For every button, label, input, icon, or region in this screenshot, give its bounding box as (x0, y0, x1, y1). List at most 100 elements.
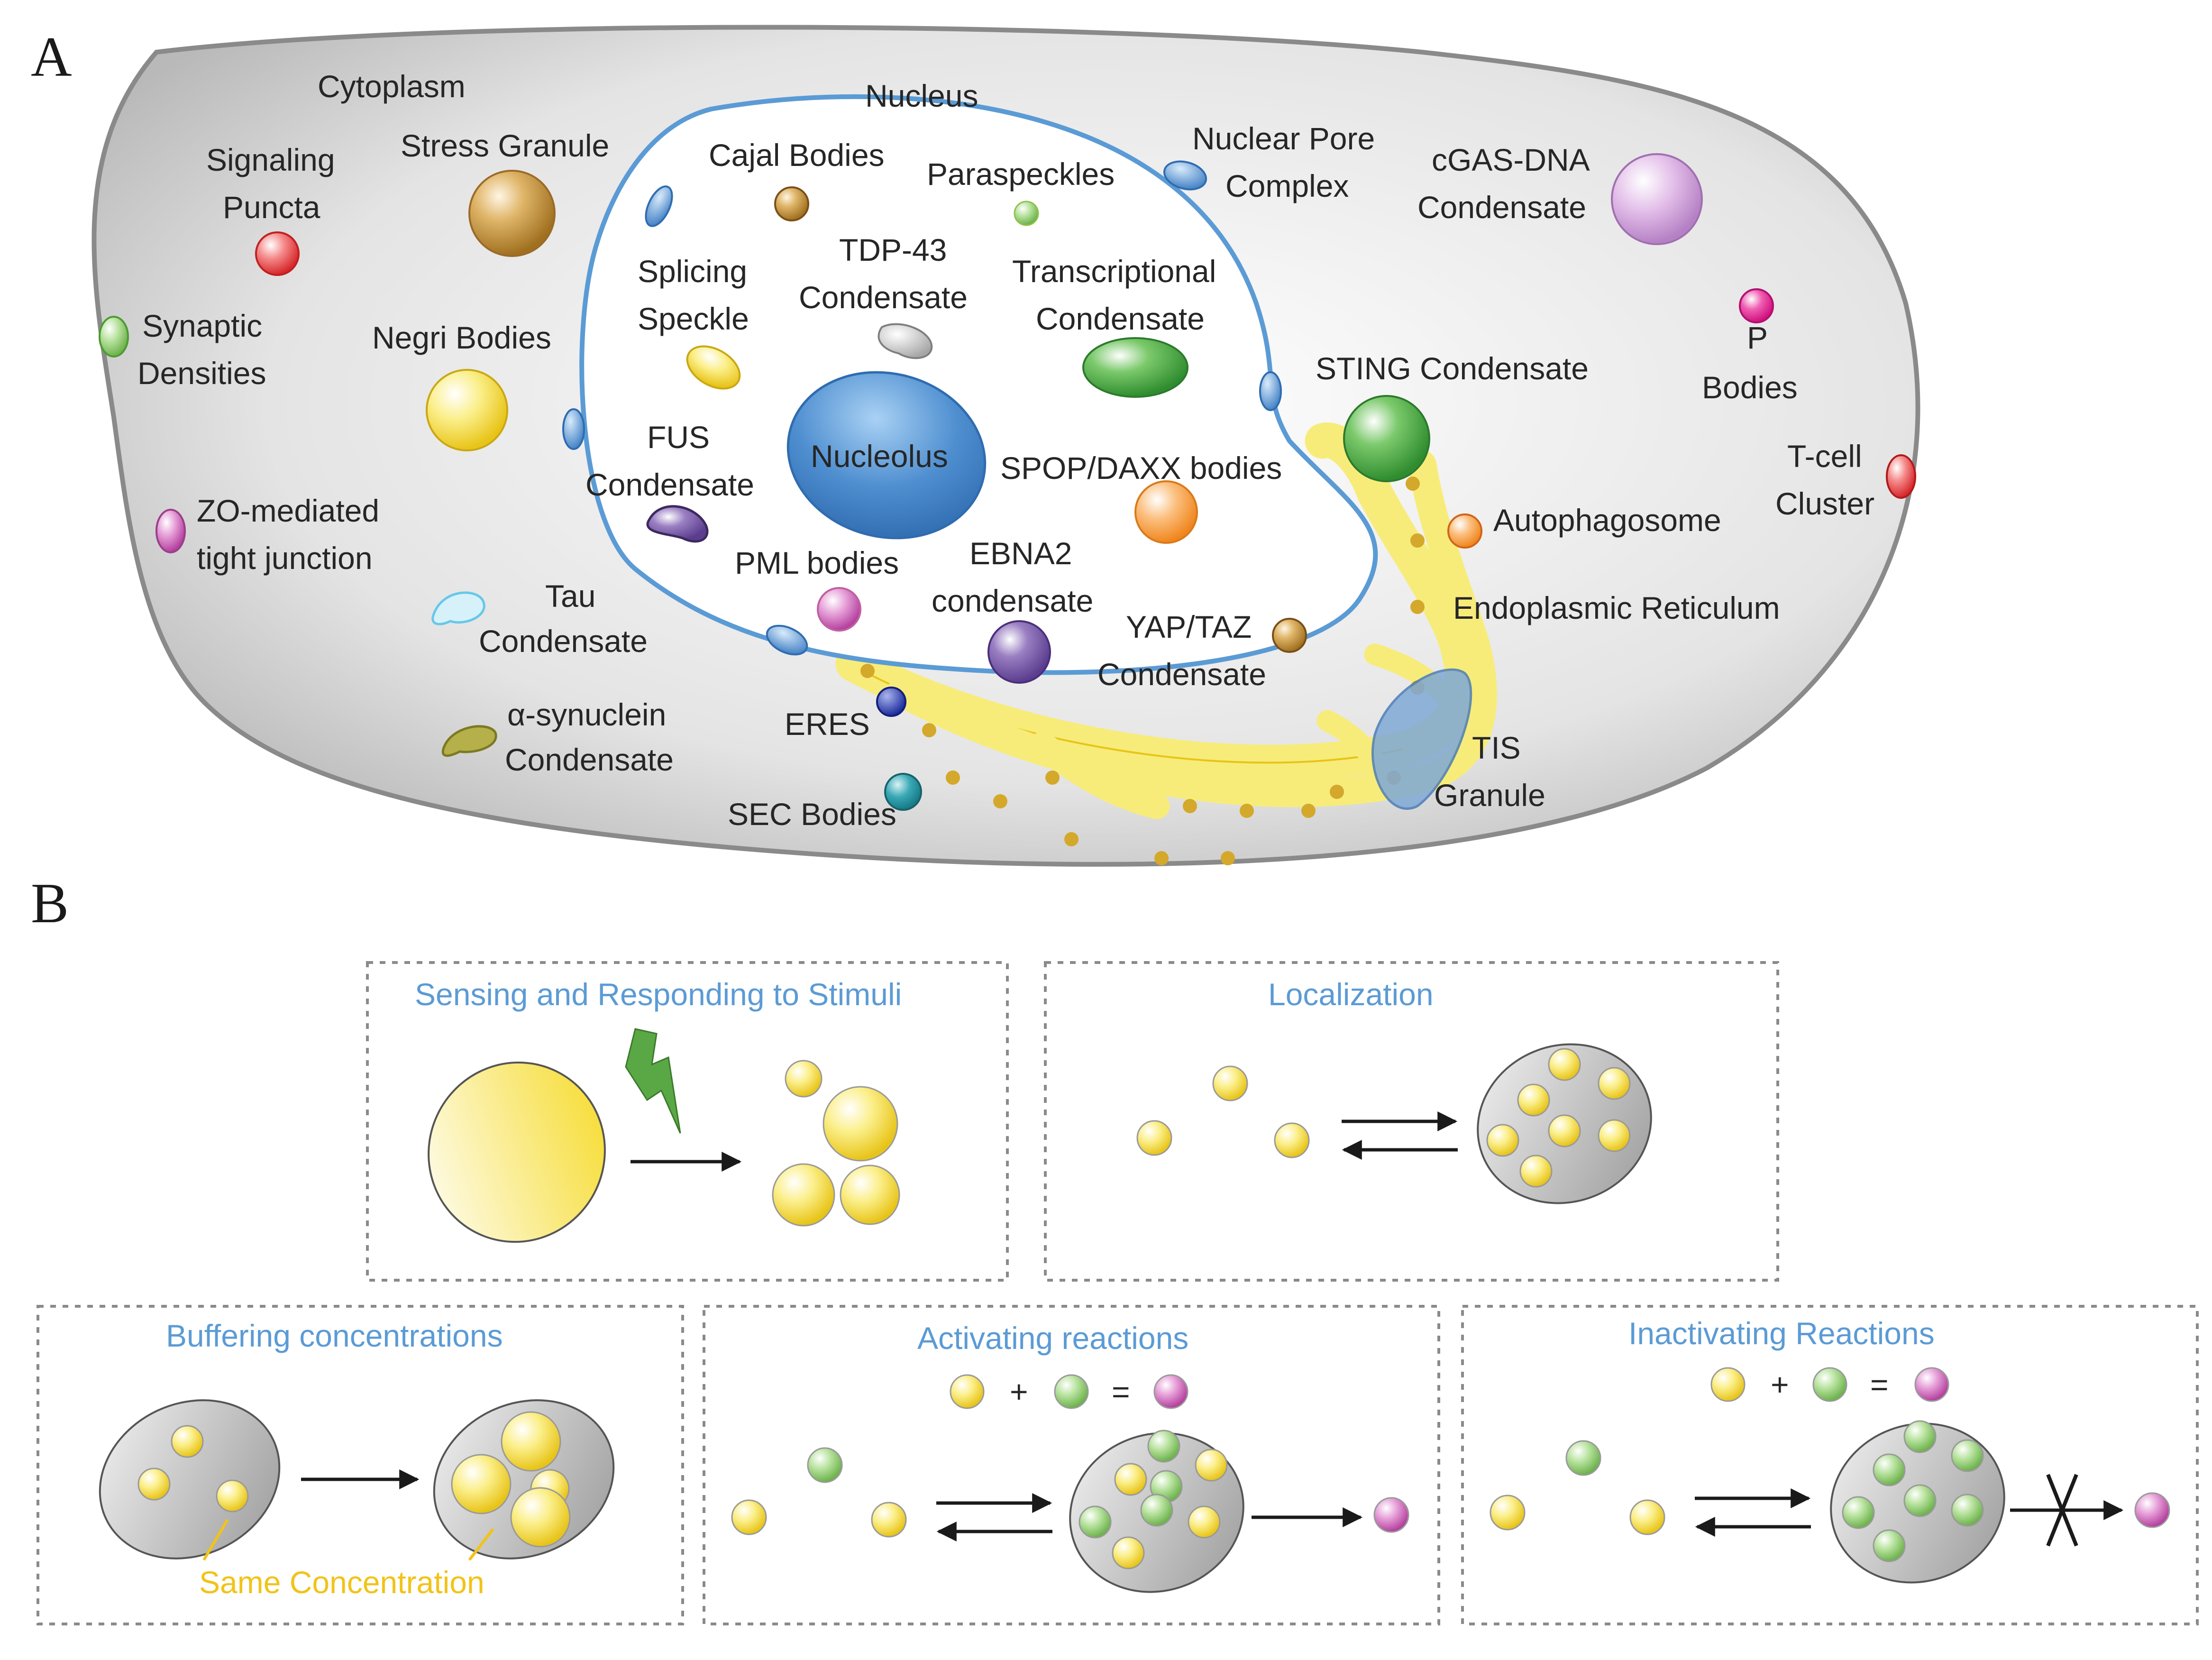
title-inactivating: Inactivating Reactions (1628, 1316, 1935, 1351)
label-sec-bodies: SEC Bodies (728, 797, 896, 832)
label-tcell-1: T-cell (1787, 439, 1862, 474)
label-nuclear-pore-1: Nuclear Pore (1192, 121, 1375, 156)
label-negri-bodies: Negri Bodies (372, 320, 551, 355)
label-autophagosome: Autophagosome (1493, 503, 1721, 538)
box-sensing: Sensing and Responding to Stimuli (366, 961, 1009, 1282)
splicing-speckle (686, 345, 741, 390)
equals-sign: = (1870, 1367, 1889, 1402)
label-p-bodies-1: P (1747, 320, 1768, 355)
pointer-line (468, 1528, 494, 1561)
label-p-bodies-2: Bodies (1702, 370, 1798, 405)
label-zo-2: tight junction (197, 541, 373, 576)
box-buffering: Buffering concentrations Same Concentrat… (37, 1305, 684, 1625)
panel-label-b: B (31, 871, 69, 935)
label-nuclear-pore-2: Complex (1225, 168, 1349, 203)
note-same-concentration: Same Concentration (199, 1565, 484, 1600)
label-signaling-1: Signaling (206, 142, 335, 177)
fus-condensate (646, 505, 709, 543)
panel-label-a: A (31, 25, 72, 88)
label-cytoplasm: Cytoplasm (318, 69, 466, 104)
stress-granule (468, 170, 556, 257)
enclosed-droplets (1486, 1048, 1631, 1188)
label-transcriptional-1: Transcriptional (1012, 254, 1216, 289)
label-signaling-2: Puncta (223, 190, 320, 225)
pml-bodies (817, 587, 861, 632)
droplet (1490, 1495, 1526, 1531)
droplet (1565, 1440, 1601, 1476)
ebna2-condensate (987, 620, 1051, 684)
label-eres: ERES (785, 706, 870, 742)
equals-sign: = (1112, 1374, 1130, 1409)
negri-bodies (426, 369, 508, 451)
enclosed-droplets (1842, 1420, 1984, 1562)
label-splicing-1: Splicing (638, 254, 747, 289)
nuclear-pores (562, 160, 1282, 656)
cajal-bodies (774, 186, 809, 221)
label-ebna2-1: EBNA2 (969, 536, 1072, 571)
green-droplet-icon (1812, 1367, 1847, 1402)
label-paraspeckles: Paraspeckles (927, 156, 1115, 192)
box-inactivating: Inactivating Reactions + = (1461, 1305, 2199, 1625)
label-stress-granule: Stress Granule (401, 128, 609, 163)
label-synaptic-2: Densities (137, 356, 266, 391)
label-spop: SPOP/DAXX bodies (1000, 450, 1282, 486)
sec-bodies (884, 773, 922, 811)
label-fus-2: Condensate (585, 467, 754, 502)
green-droplet-icon (1054, 1374, 1089, 1409)
droplet (1274, 1122, 1310, 1158)
droplet (840, 1165, 900, 1225)
label-nucleolus: Nucleolus (811, 439, 948, 474)
title-sensing: Sensing and Responding to Stimuli (415, 977, 902, 1012)
product-droplet (1373, 1497, 1409, 1533)
cgas-dna-condensate (1611, 153, 1703, 245)
droplet (823, 1086, 898, 1162)
droplet (772, 1163, 835, 1227)
droplet (871, 1502, 907, 1538)
title-activating: Activating reactions (917, 1321, 1188, 1356)
label-transcriptional-2: Condensate (1036, 301, 1205, 336)
yellow-droplet-icon (1710, 1367, 1746, 1402)
label-yap-2: Condensate (1097, 657, 1266, 692)
tdp43-condensate (877, 323, 933, 359)
droplet (807, 1447, 843, 1483)
enclosed-droplets (1079, 1430, 1228, 1569)
label-sting: STING Condensate (1316, 351, 1589, 386)
droplet (1136, 1120, 1172, 1156)
plus-sign: + (1771, 1367, 1789, 1402)
box-activating: Activating reactions + = (703, 1305, 1440, 1625)
label-ebna2-2: condensate (932, 583, 1093, 618)
droplet (731, 1499, 767, 1535)
label-cgas-2: Condensate (1417, 190, 1586, 225)
label-nucleus: Nucleus (865, 78, 978, 113)
label-er: Endoplasmic Reticulum (1453, 590, 1780, 625)
droplet (785, 1060, 823, 1098)
label-fus-1: FUS (647, 420, 710, 455)
zo-tight-junction (155, 509, 186, 553)
label-cajal-bodies: Cajal Bodies (709, 138, 885, 173)
condensate (99, 1399, 281, 1559)
enclosed-droplets (137, 1425, 249, 1513)
condensate (433, 1399, 615, 1559)
nucleolus (786, 371, 987, 540)
droplet (1212, 1065, 1248, 1101)
label-synuclein-2: Condensate (505, 742, 674, 777)
spop-daxx-bodies (1134, 480, 1198, 544)
p-bodies (1739, 288, 1774, 323)
box-localization: Localization (1044, 961, 1779, 1282)
label-pml-bodies: PML bodies (735, 545, 899, 580)
label-tau-1: Tau (545, 578, 595, 614)
sting-condensate (1343, 395, 1430, 482)
pink-droplet-icon (1153, 1374, 1188, 1409)
t-cell-cluster (1886, 454, 1916, 499)
block-x-icon (2046, 1474, 2078, 1547)
label-tis-1: TIS (1472, 730, 1521, 765)
signaling-puncta (255, 231, 300, 276)
enclosed-droplets (451, 1411, 571, 1548)
label-zo-1: ZO-mediated (197, 493, 379, 528)
label-tau-2: Condensate (479, 624, 648, 659)
label-tis-2: Granule (1434, 778, 1545, 813)
title-buffering: Buffering concentrations (166, 1318, 503, 1353)
large-yellow-condensate (428, 1061, 606, 1243)
yap-taz-condensate (1272, 618, 1307, 653)
